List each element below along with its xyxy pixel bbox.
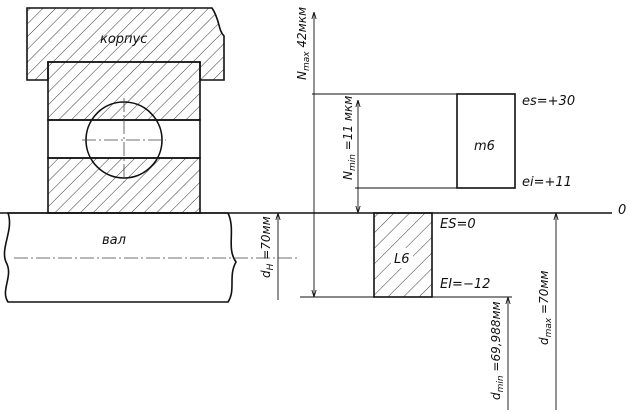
shaft: вал xyxy=(3,212,300,303)
svg-text:dH =70мм: dH =70мм xyxy=(259,216,276,278)
zero-label: 0 xyxy=(618,203,626,218)
d-min-dimension: dmin =69,988мм xyxy=(489,297,508,410)
shaft-tolerance-field: m6 es=+30 ei=+11 xyxy=(312,93,575,190)
shaft-label: вал xyxy=(102,233,126,248)
housing-label: корпус xyxy=(100,32,147,47)
EI-label: EI=−12 xyxy=(440,277,490,292)
hole-field-label: L6 xyxy=(394,252,410,267)
ei-label: ei=+11 xyxy=(522,175,572,190)
bearing-ball xyxy=(82,98,166,182)
svg-text:dmin =69,988мм: dmin =69,988мм xyxy=(489,301,506,400)
shaft-field-label: m6 xyxy=(474,139,495,154)
n-min-dimension: Nmin =11 мкм xyxy=(341,96,358,213)
hole-tolerance-field: L6 ES=0 EI=−12 xyxy=(300,212,512,298)
svg-text:Nmax 42мкм: Nmax 42мкм xyxy=(295,7,312,80)
n-max-dimension: Nmax 42мкм xyxy=(295,7,314,297)
svg-text:Nmin =11 мкм: Nmin =11 мкм xyxy=(341,96,358,180)
ES-label: ES=0 xyxy=(440,217,476,232)
svg-text:dmax =70мм: dmax =70мм xyxy=(537,271,554,345)
dh-dimension: dH =70мм xyxy=(259,213,278,300)
es-label: es=+30 xyxy=(522,94,575,109)
d-max-dimension: dmax =70мм xyxy=(537,213,556,410)
